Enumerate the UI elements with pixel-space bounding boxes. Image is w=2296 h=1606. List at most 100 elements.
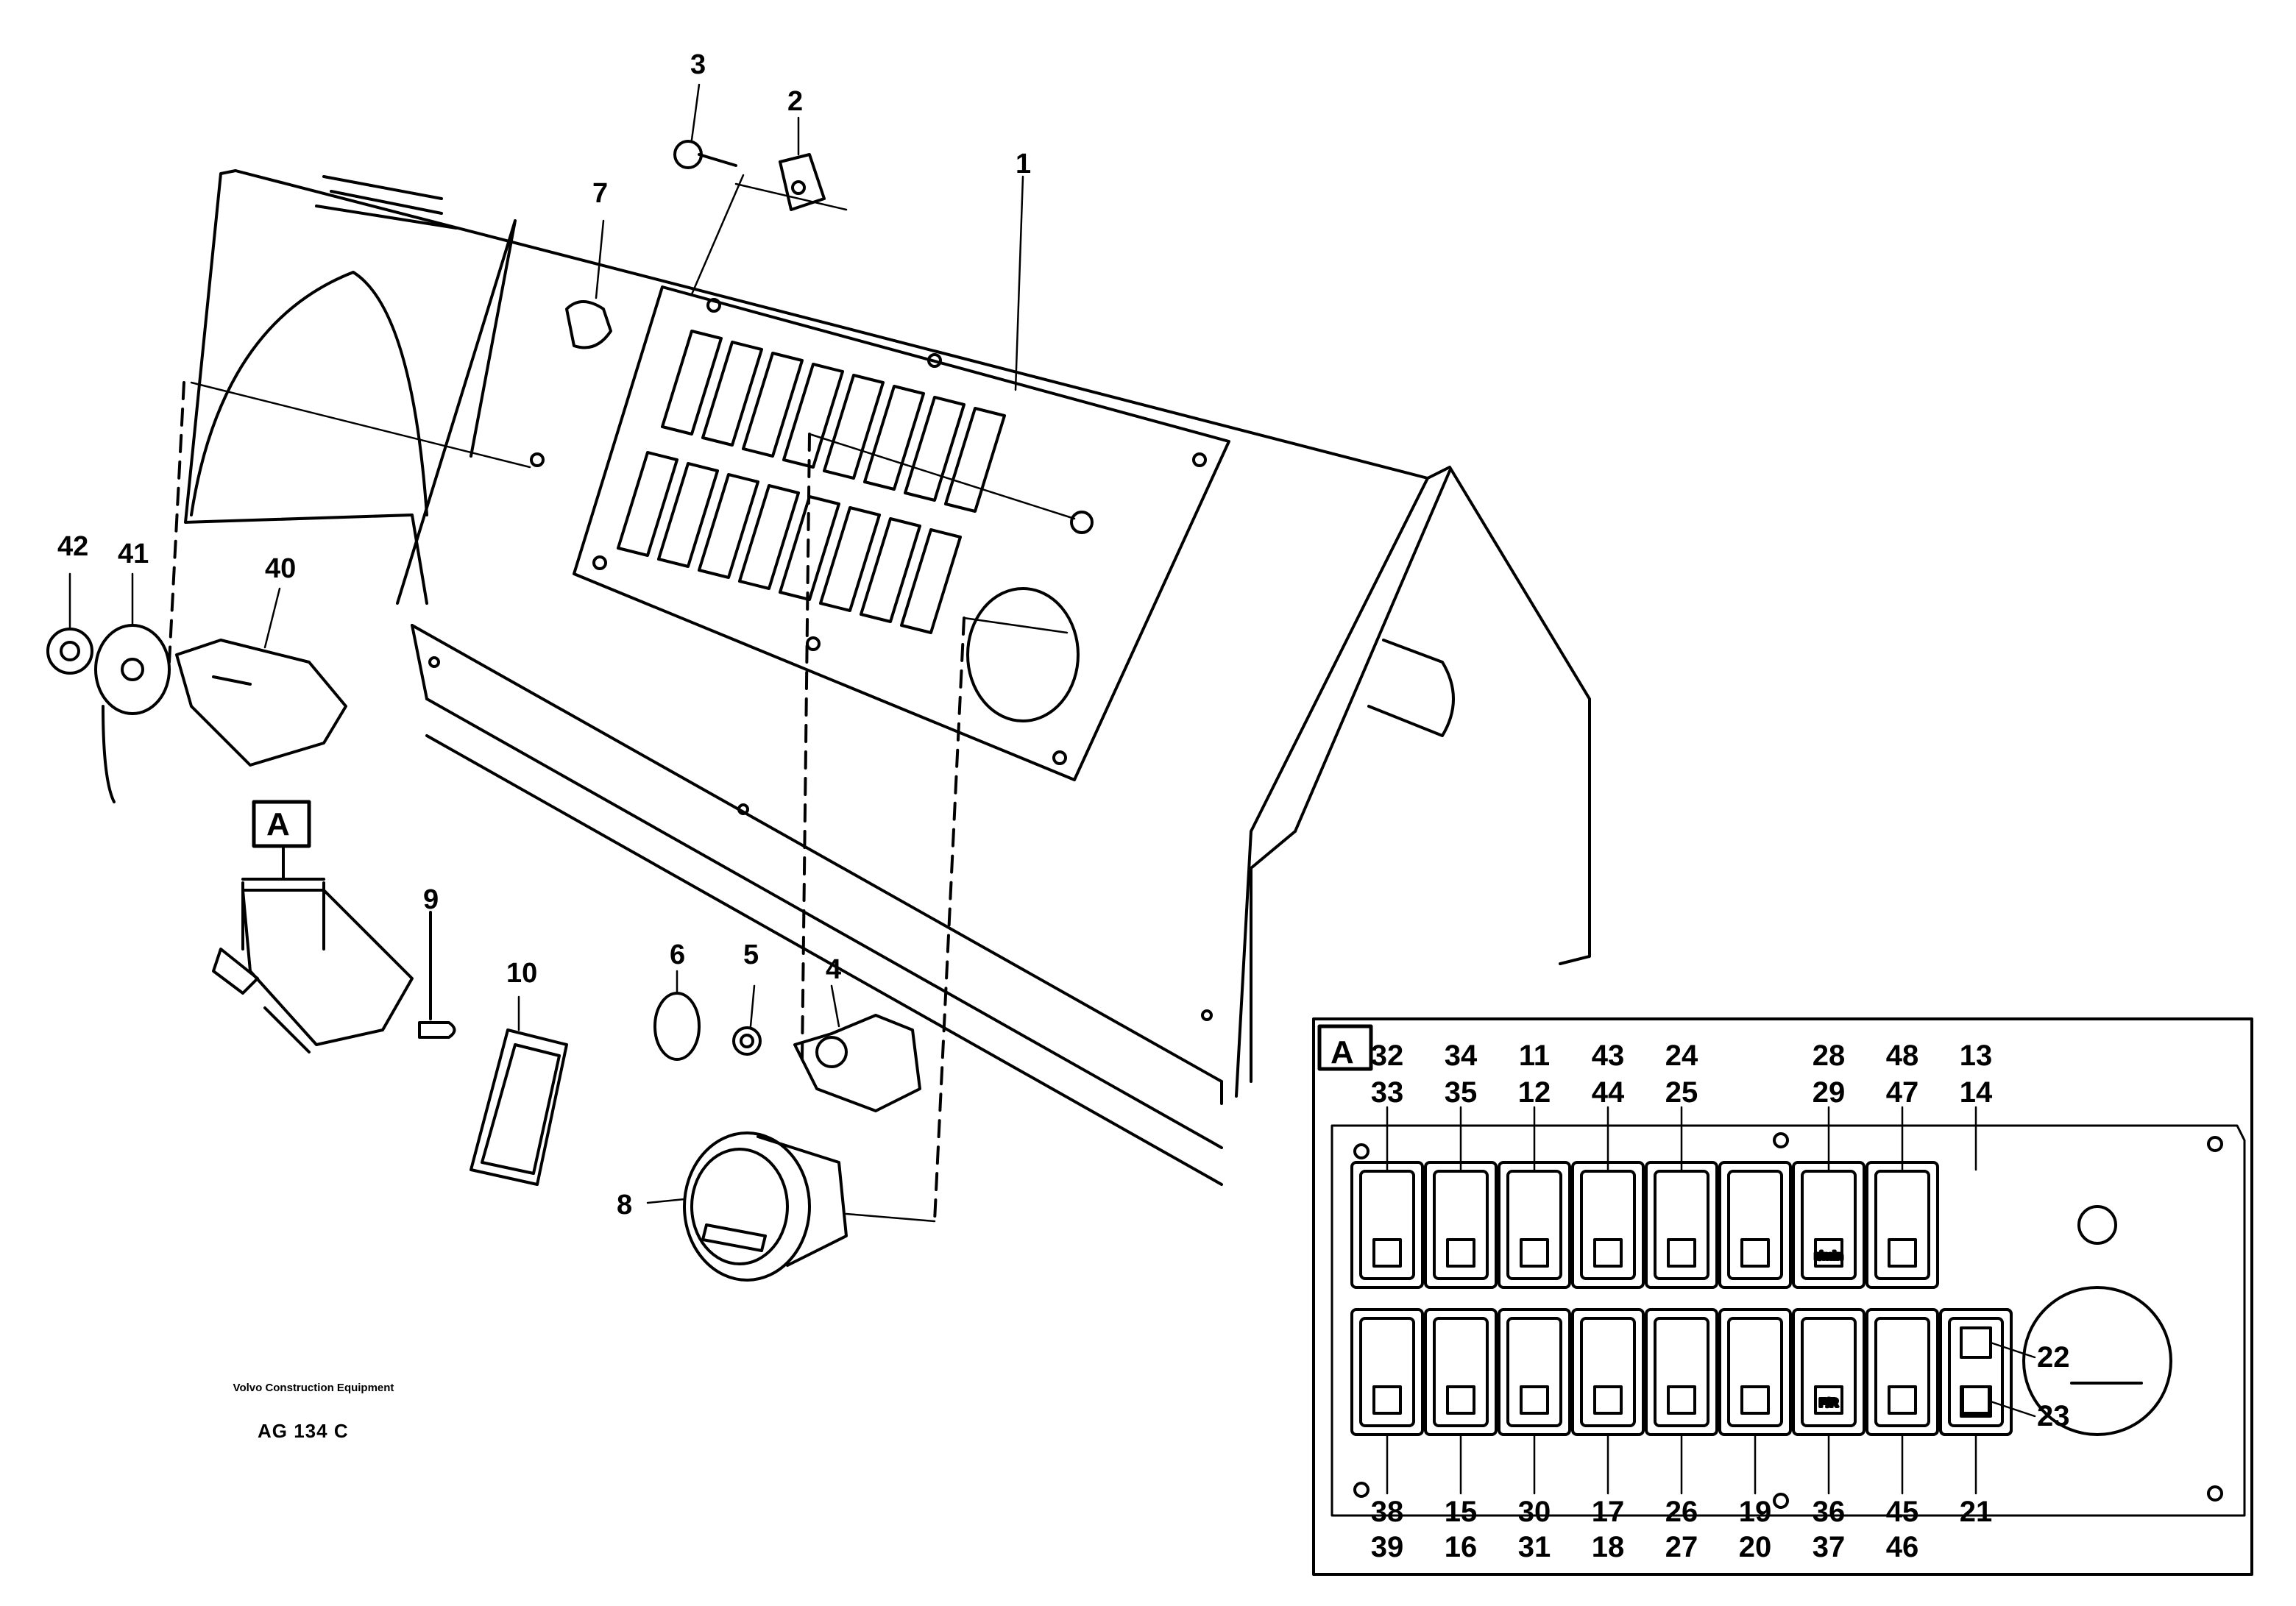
panel-switch-rocker <box>1433 1170 1489 1280</box>
panel-switch <box>1498 1308 1571 1436</box>
callout-41: 41 <box>118 539 149 569</box>
panel-switch-rocker <box>1506 1317 1562 1427</box>
detail-top-label-47: 47 <box>1886 1076 1919 1109</box>
plate-slot <box>944 407 1006 513</box>
panel-switch <box>1498 1161 1571 1289</box>
panel-switch-symbol <box>1814 1238 1843 1268</box>
detail-bottom-label-38: 38 <box>1371 1496 1404 1528</box>
panel-switch-rocker <box>1801 1317 1857 1427</box>
panel-switch <box>1571 1161 1645 1289</box>
leader-22 <box>1989 1341 2036 1359</box>
view-a-marker-main <box>241 800 325 881</box>
panel-switch-rocker <box>1654 1317 1709 1427</box>
panel-switch <box>1571 1308 1645 1436</box>
knob-6 <box>653 992 701 1061</box>
panel-switch <box>1424 1161 1498 1289</box>
plate-slot <box>742 352 804 458</box>
nut-5 <box>732 1026 762 1056</box>
detail-top-label-24: 24 <box>1665 1040 1698 1072</box>
callout-42: 42 <box>57 531 88 562</box>
panel-switch-symbol <box>1372 1238 1402 1268</box>
plate-slot <box>863 385 925 491</box>
plate-slot <box>860 517 921 623</box>
panel-switch-symbol <box>1888 1238 1917 1268</box>
detail-bottom-label-27: 27 <box>1665 1531 1698 1563</box>
callout-9: 9 <box>423 884 439 915</box>
panel-switch-symbol <box>1740 1238 1770 1268</box>
knob-7 <box>565 300 612 349</box>
detail-top-label-28: 28 <box>1813 1040 1846 1072</box>
panel-switch-rocker <box>1654 1170 1709 1280</box>
lens-10 <box>470 1028 568 1186</box>
plate-slot <box>782 363 844 469</box>
plate-slot <box>900 528 962 634</box>
callout-4: 4 <box>826 954 841 985</box>
label-23: 23 <box>2037 1400 2070 1432</box>
detail-bottom-label-45: 45 <box>1886 1496 1919 1528</box>
panel-switch-rocker <box>1433 1317 1489 1427</box>
panel-switch-symbol <box>1740 1385 1770 1415</box>
detail-top-label-25: 25 <box>1665 1076 1698 1109</box>
detail-bottom-label-16: 16 <box>1445 1531 1478 1563</box>
panel-switch-symbol <box>1446 1385 1475 1415</box>
panel-switch-symbol <box>1814 1385 1843 1415</box>
detail-bottom-label-21: 21 <box>1960 1496 1993 1528</box>
drawing-code: AG 134 C <box>258 1420 349 1442</box>
panel-switch <box>1792 1308 1866 1436</box>
main-callouts: 1 2 3 4 5 6 7 8 9 10 40 41 42 A <box>57 49 1031 1221</box>
switch-plate <box>573 285 1230 781</box>
callout-6: 6 <box>670 939 685 970</box>
detail-bottom-label-17: 17 <box>1592 1496 1625 1528</box>
detail-top-label-34: 34 <box>1445 1040 1478 1072</box>
plate-slot <box>904 396 965 502</box>
panel-switch-rocker <box>1359 1317 1415 1427</box>
detail-labels: A <box>1331 1034 1354 1070</box>
callout-5: 5 <box>743 939 759 970</box>
label-22: 22 <box>2037 1341 2070 1374</box>
panel-switch-symbol <box>1520 1238 1549 1268</box>
panel-switch <box>1424 1308 1498 1436</box>
panel-switch-rocker <box>1580 1170 1636 1280</box>
panel-switch <box>1645 1308 1718 1436</box>
detail-top-label-32: 32 <box>1371 1040 1404 1072</box>
callout-10: 10 <box>506 958 537 989</box>
panel-switch-rocker <box>1948 1317 2004 1427</box>
detail-a-label: A <box>1331 1034 1354 1070</box>
panel-switch-symbol <box>1961 1385 1991 1415</box>
rocker-switch <box>212 881 414 1054</box>
detail-top-label-14: 14 <box>1960 1076 1993 1109</box>
panel-switch-symbol <box>1667 1385 1696 1415</box>
panel-switch-symbol <box>1520 1385 1549 1415</box>
detail-side-labels: 22 23 <box>2037 1341 2070 1432</box>
panel-switch <box>1350 1161 1424 1289</box>
panel-switch-rocker <box>1801 1170 1857 1280</box>
dashboard-panel <box>184 169 1591 1186</box>
leader-lines <box>190 174 1076 1223</box>
detail-view-a <box>1312 1017 2253 1576</box>
detail-top-label-48: 48 <box>1886 1040 1919 1072</box>
detail-bottom-label-20: 20 <box>1739 1531 1772 1563</box>
switch-glyph-rpm: r/min <box>1814 1250 1843 1262</box>
panel-switch-rocker <box>1727 1317 1783 1427</box>
detail-top-label-44: 44 <box>1592 1076 1625 1109</box>
plate-slot <box>823 374 885 480</box>
panel-switch-symbol <box>1593 1238 1623 1268</box>
plate-slot <box>661 330 723 436</box>
plate-slot <box>701 341 763 447</box>
panel-switch-rocker <box>1580 1317 1636 1427</box>
detail-top-label-13: 13 <box>1960 1040 1993 1072</box>
callout-2: 2 <box>787 86 803 117</box>
detail-top-label-43: 43 <box>1592 1040 1625 1072</box>
panel-switch-symbol <box>1593 1385 1623 1415</box>
switch-glyph-fr: F/R <box>1819 1397 1838 1410</box>
plate-slot <box>698 473 759 579</box>
detail-leaders <box>1386 1106 2036 1495</box>
detail-bottom-label-19: 19 <box>1739 1496 1772 1528</box>
detail-bottom-label-46: 46 <box>1886 1531 1919 1563</box>
panel-switch <box>1866 1161 1939 1289</box>
panel-switch-rocker <box>1506 1170 1562 1280</box>
panel-switch-symbol <box>1888 1385 1917 1415</box>
detail-bottom-label-26: 26 <box>1665 1496 1698 1528</box>
